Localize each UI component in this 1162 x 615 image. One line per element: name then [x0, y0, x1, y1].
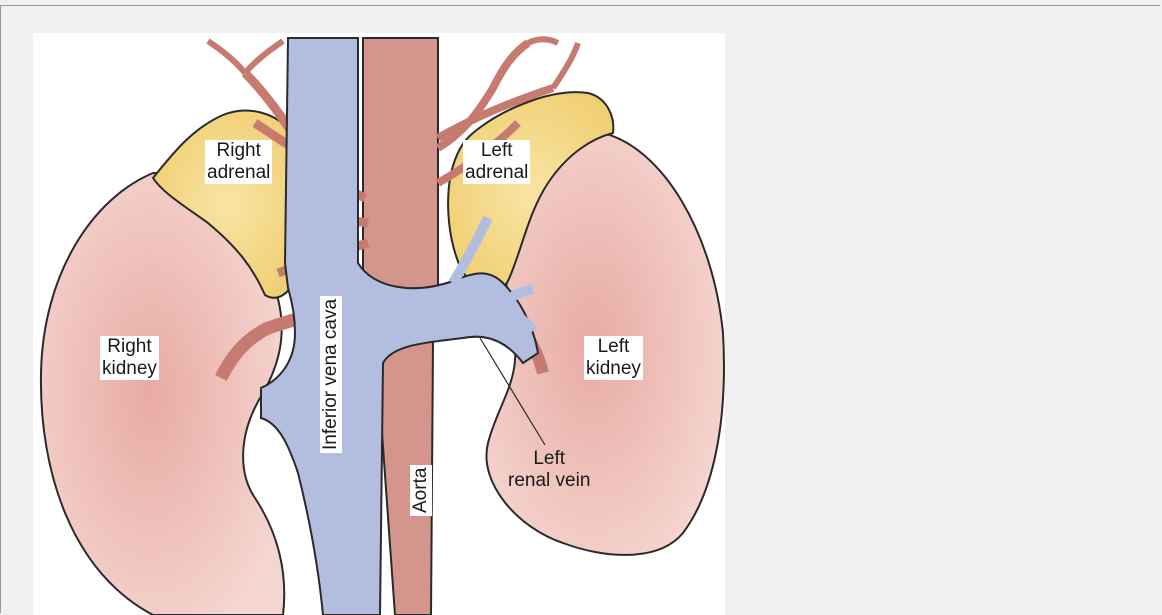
right-kidney-line1: Right [102, 336, 157, 358]
left-adrenal-line2: adrenal [465, 162, 528, 184]
left-kidney-label: Left kidney [584, 336, 643, 380]
right-kidney-line2: kidney [102, 358, 157, 380]
right-adrenal-line1: Right [207, 140, 270, 162]
left-kidney-line1: Left [586, 336, 641, 358]
left-kidney-line2: kidney [586, 358, 641, 380]
left-renal-vein-label: Left renal vein [508, 448, 590, 492]
left-renal-vein-line1: Left [508, 448, 590, 470]
left-adrenal-line1: Left [465, 140, 528, 162]
right-kidney-label: Right kidney [100, 336, 159, 380]
right-adrenal-label: Right adrenal [205, 140, 272, 184]
left-adrenal-label: Left adrenal [463, 140, 530, 184]
inferior-vena-cava-label: Inferior vena cava [320, 296, 342, 453]
left-renal-vein-line2: renal vein [508, 470, 590, 492]
right-adrenal-line2: adrenal [207, 162, 270, 184]
aorta-label: Aorta [410, 465, 432, 516]
anatomy-figure: Right adrenal Left adrenal Right kidney … [33, 33, 725, 615]
anatomy-drawing [33, 33, 725, 615]
